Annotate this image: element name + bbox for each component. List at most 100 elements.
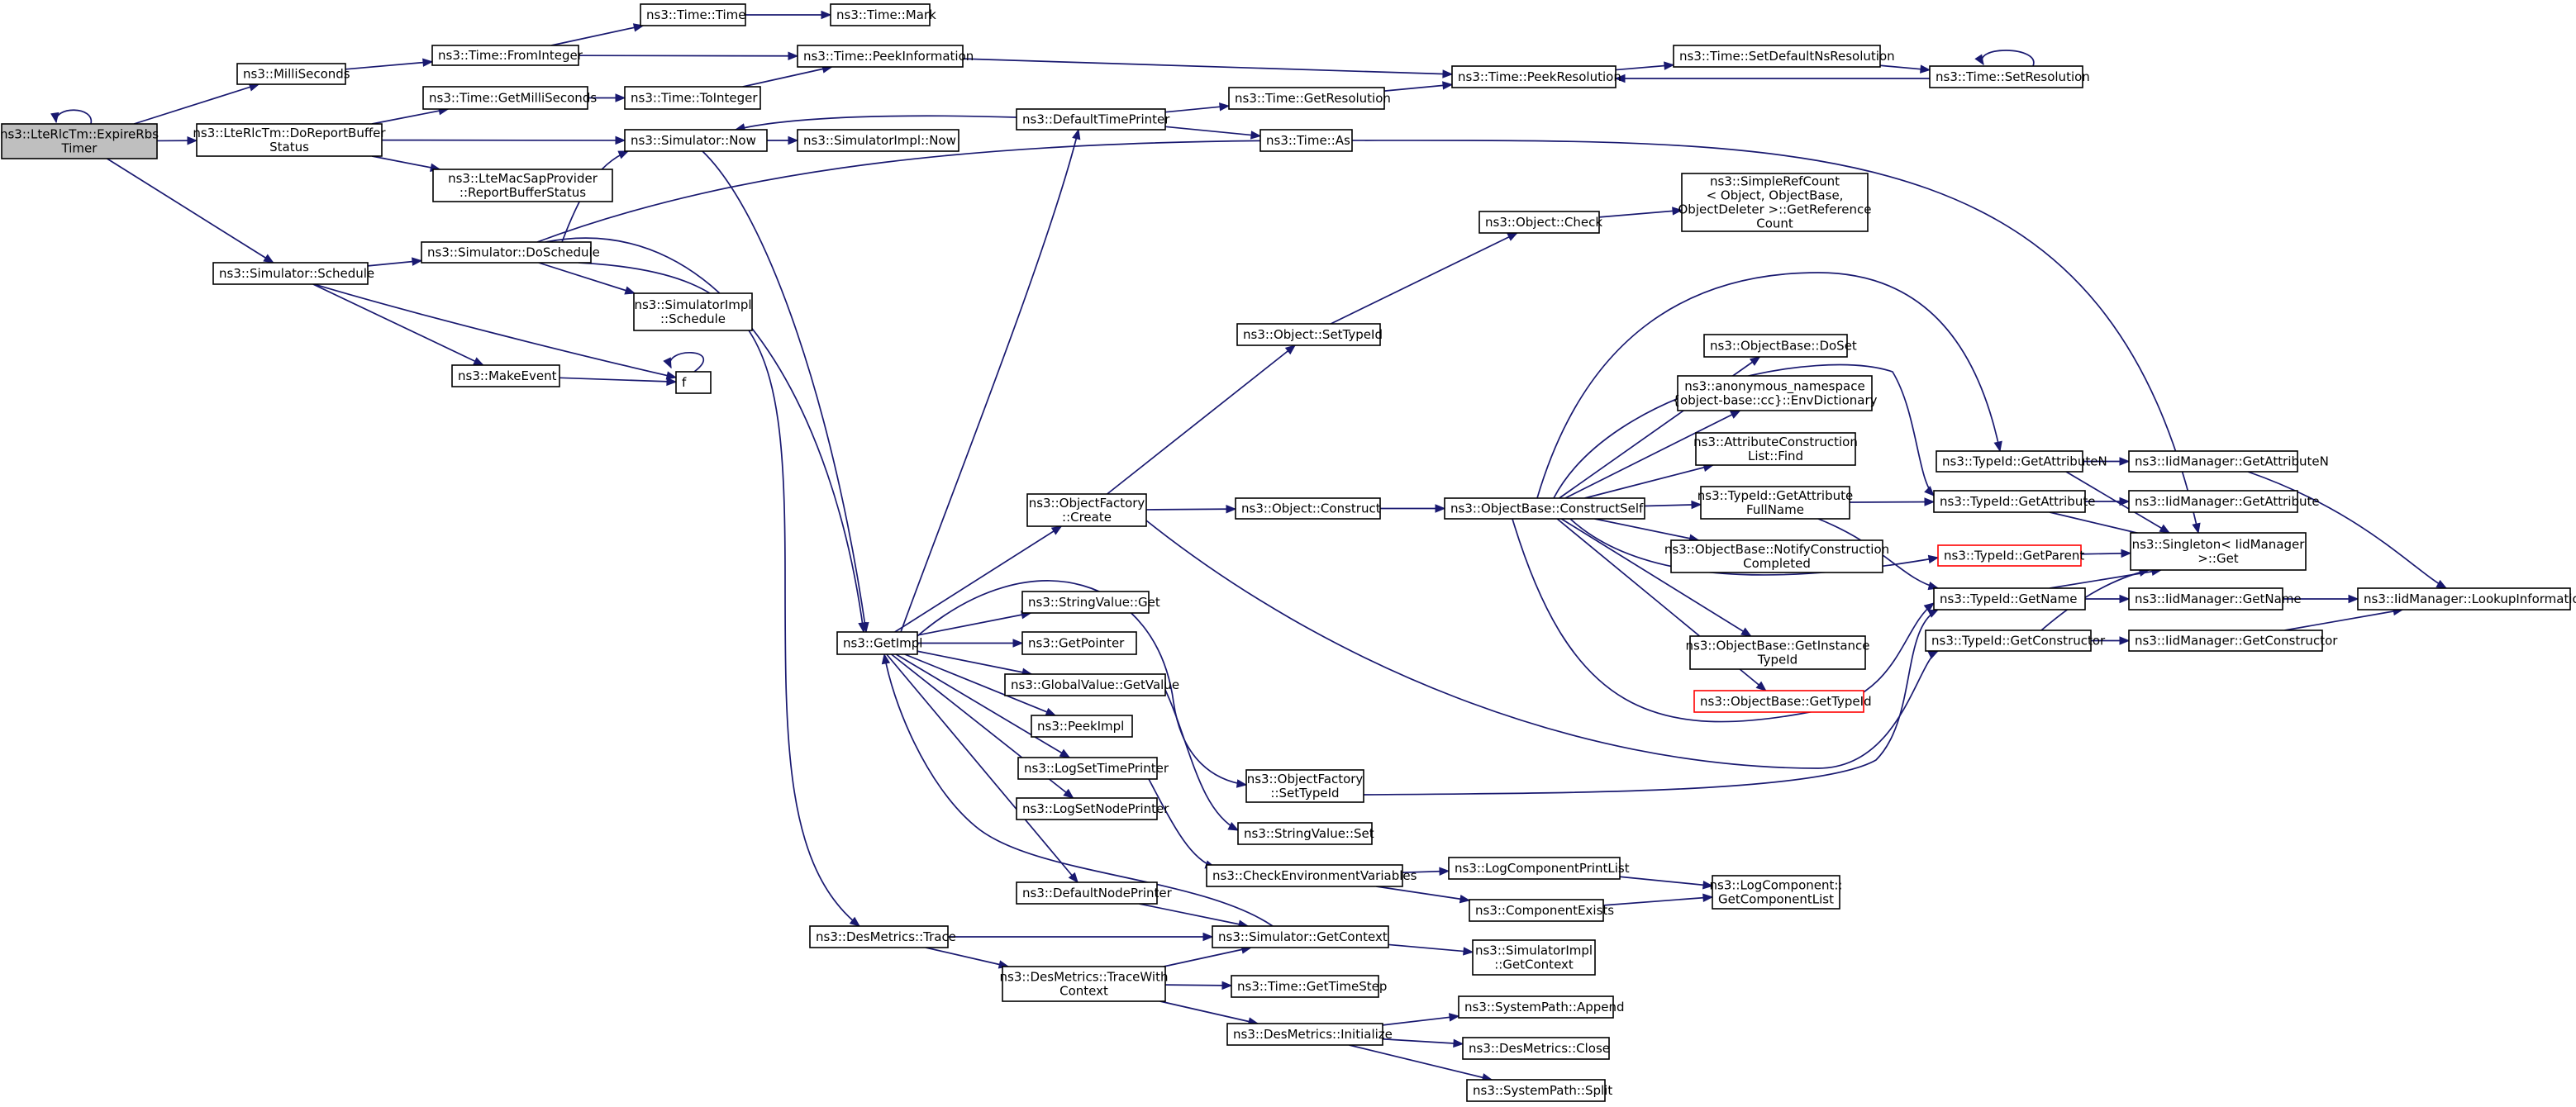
node-label: ns3::Simulator::GetContext [1218,929,1388,944]
edge-arrowhead [1691,500,1702,510]
edge-line [578,55,798,57]
node-box [1235,497,1381,520]
node-getcomplist[interactable]: ns3::LogComponent::GetComponentList [1710,875,1843,910]
node-label: ns3::MakeEvent [458,368,557,383]
edge-arrowhead [1463,947,1474,956]
node-label: ns3::LogComponent:: [1710,878,1843,893]
node-simpleref[interactable]: ns3::SimpleRefCount< Object, ObjectBase,… [1678,173,1872,232]
node-gettimestep[interactable]: ns3::Time::GetTimeStep [1231,975,1387,998]
edge-arrowhead [821,10,832,20]
node-box [1451,65,1617,88]
node-getms[interactable]: ns3::Time::GetMilliSeconds [422,86,597,110]
node-getimpl[interactable]: ns3::GetImpl [836,631,922,655]
node-compexists[interactable]: ns3::ComponentExists [1469,899,1614,922]
node-simimplgetctx[interactable]: ns3::SimulatorImpl::GetContext [1472,939,1596,976]
node-getname[interactable]: ns3::TypeId::GetName [1933,587,2086,611]
node-label: ns3::DesMetrics::Initialize [1233,1027,1393,1042]
node-mark[interactable]: ns3::Time::Mark [830,3,936,26]
node-label: {object-base::cc}::EnvDictionary [1673,393,1878,408]
node-desclose[interactable]: ns3::DesMetrics::Close [1462,1037,1610,1060]
node-checkenv[interactable]: ns3::CheckEnvironmentVariables [1206,864,1417,887]
node-objfcreate[interactable]: ns3::ObjectFactory::Create [1026,493,1147,527]
node-iidgetctor[interactable]: ns3::IidManager::GetConstructor [2128,630,2338,652]
edge-line [1164,689,1239,831]
node-simgetctx[interactable]: ns3::Simulator::GetContext [1212,925,1389,948]
edge-defnode-to-simgetctx [1139,903,1250,929]
node-desmtrace[interactable]: ns3::DesMetrics::Trace [809,925,956,948]
node-milli[interactable]: ns3::MilliSeconds [236,63,350,85]
node-peekres[interactable]: ns3::Time::PeekResolution [1451,65,1621,88]
node-getres[interactable]: ns3::Time::GetResolution [1228,87,1391,110]
node-getparent[interactable]: ns3::TypeId::GetParent [1937,544,2084,567]
node-f[interactable]: f [675,371,712,394]
node-strget[interactable]: ns3::StringValue::Get [1021,591,1160,614]
node-singleton[interactable]: ns3::Singleton< IidManager>::Get [2130,532,2307,571]
node-simnow[interactable]: ns3::Simulator::Now [624,129,768,152]
node-gvget[interactable]: ns3::GlobalValue::GetValue [1004,673,1179,696]
node-label: ns3::Time::SetDefaultNsResolution [1679,49,1895,64]
node-objcheck[interactable]: ns3::Object::Check [1478,211,1602,234]
node-logsetnode[interactable]: ns3::LogSetNodePrinter [1016,797,1169,820]
node-ofsettid[interactable]: ns3::ObjectFactory::SetTypeId [1245,769,1364,803]
node-peekinfo[interactable]: ns3::Time::PeekInformation [797,45,974,68]
node-getctor[interactable]: ns3::TypeId::GetConstructor [1925,630,2106,652]
node-peekimpl[interactable]: ns3::PeekImpl [1031,715,1133,738]
node-desinit[interactable]: ns3::DesMetrics::Initialize [1226,1023,1393,1046]
node-doset[interactable]: ns3::ObjectBase::DoSet [1703,334,1857,358]
edge-line [917,580,1247,786]
node-getattrn[interactable]: ns3::TypeId::GetAttributeN [1936,450,2107,473]
node-setres[interactable]: ns3::Time::SetResolution [1929,65,2090,88]
node-timetime[interactable]: ns3::Time::Time [640,3,746,26]
node-settypeid[interactable]: ns3::Object::SetTypeId [1236,323,1383,346]
node-logcplist[interactable]: ns3::LogComponentPrintList [1448,857,1630,880]
node-toint[interactable]: ns3::Time::ToInteger [624,86,761,110]
node-gettypeid[interactable]: ns3::ObjectBase::GetTypeId [1693,690,1872,713]
edge-arrowhead [50,112,60,124]
node-simimplnow[interactable]: ns3::SimulatorImpl::Now [797,129,959,152]
node-makeevent[interactable]: ns3::MakeEvent [451,364,560,387]
node-notify[interactable]: ns3::ObjectBase::NotifyConstructionCompl… [1664,539,1889,573]
node-objconstruct[interactable]: ns3::Object::Construct [1235,497,1381,520]
node-append[interactable]: ns3::SystemPath::Append [1458,995,1625,1019]
node-lookup[interactable]: ns3::IidManager::LookupInformation [2357,587,2576,611]
node-timeas[interactable]: ns3::Time::As [1259,129,1353,152]
node-box [1031,715,1133,738]
edge-arrowhead [1059,748,1071,758]
node-envdict[interactable]: ns3::anonymous_namespace{object-base::cc… [1673,375,1878,411]
node-setdefns[interactable]: ns3::Time::SetDefaultNsResolution [1673,45,1895,68]
edge-arrowhead [1442,81,1454,90]
node-label: ns3::Time::PeekInformation [803,49,974,64]
edge-arrowhead [1219,102,1231,112]
node-dosched[interactable]: ns3::Simulator::DoSchedule [421,241,600,264]
node-schedule[interactable]: ns3::Simulator::Schedule [212,262,374,285]
node-iidgetattrn[interactable]: ns3::IidManager::GetAttributeN [2128,450,2329,473]
node-strset[interactable]: ns3::StringValue::Set [1237,822,1374,845]
node-box [1206,864,1403,887]
node-constructself[interactable]: ns3::ObjectBase::ConstructSelf [1444,497,1645,520]
edge-line [550,25,644,46]
node-label: ns3::Object::Check [1485,215,1602,230]
node-split[interactable]: ns3::SystemPath::Split [1466,1079,1612,1102]
node-deftime[interactable]: ns3::DefaultTimePrinter [1016,108,1170,131]
node-iidgetname[interactable]: ns3::IidManager::GetName [2128,587,2302,611]
node-logsettime[interactable]: ns3::LogSetTimePrinter [1017,757,1169,780]
node-defnode[interactable]: ns3::DefaultNodePrinter [1016,881,1173,905]
node-simimplsched[interactable]: ns3::SimulatorImpl::Schedule [633,292,753,331]
edge-line [1107,344,1296,495]
edge-line [538,262,636,294]
node-getattr[interactable]: ns3::TypeId::GetAttribute [1933,490,2095,513]
node-getptr[interactable]: ns3::GetPointer [1021,631,1137,655]
edge-arrowhead [1749,356,1761,366]
node-box [1444,497,1645,520]
node-frominteger[interactable]: ns3::Time::FromInteger [431,45,583,66]
node-ltemac[interactable]: ns3::LteMacSapProvider::ReportBufferStat… [432,169,613,202]
node-box [1017,757,1158,780]
edge-constructself-to-getattr [1553,363,1935,499]
node-iidgetattr[interactable]: ns3::IidManager::GetAttribute [2128,490,2320,513]
